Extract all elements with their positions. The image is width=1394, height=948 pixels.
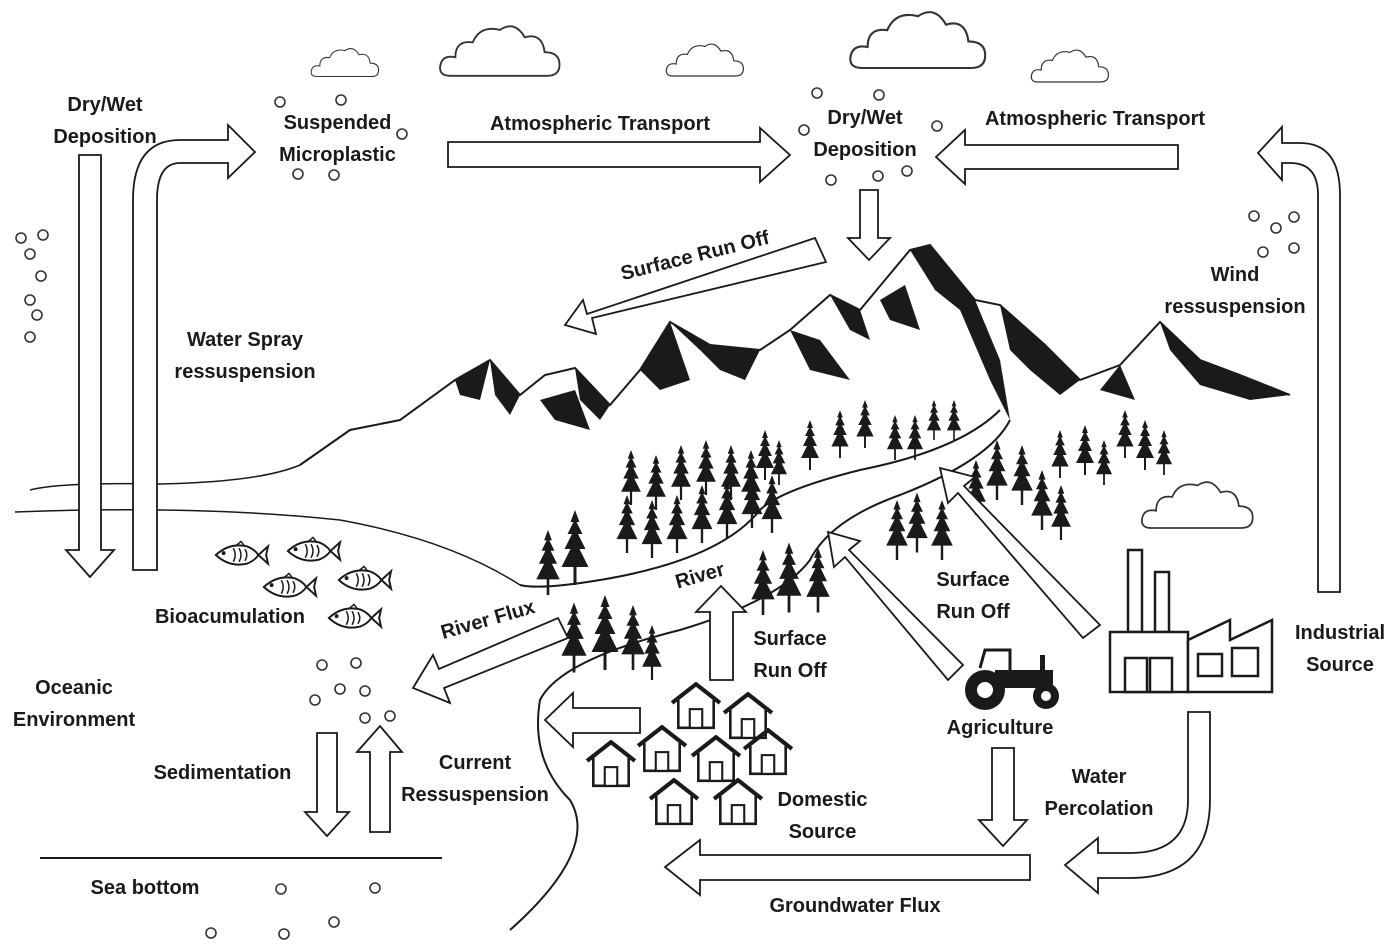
- river-flux-arrow: [411, 616, 570, 705]
- atmospheric-transport-return-arrow: [934, 127, 1179, 187]
- sedimentation-arrow: [302, 732, 352, 838]
- agriculture-label: Agriculture: [946, 717, 1054, 739]
- bioacumulation-label: Bioacumulation: [154, 606, 305, 628]
- wind-ressuspension-arrow: [1256, 124, 1341, 593]
- atmospheric-transport-arrow: [447, 125, 792, 185]
- deposition-down-arrow: [63, 154, 117, 579]
- water-spray-arrow: [132, 122, 257, 571]
- deposition-center-arrow: [845, 189, 893, 262]
- groundwater-flux-label: Groundwater Flux: [769, 895, 941, 917]
- coastline: [14, 464, 521, 859]
- factory-icon: [1108, 548, 1274, 694]
- current-ressuspension-arrow: [355, 724, 404, 833]
- surface-runoff-domestic-arrow: [826, 530, 965, 682]
- atmospheric-transport-right-label: Atmospheric Transport: [984, 108, 1206, 130]
- groundwater-flux-arrow: [663, 838, 1031, 897]
- surface-runoff-mountain-arrow: [563, 236, 828, 336]
- sea-bottom-label: Sea bottom: [90, 877, 200, 899]
- tractor-icon: [965, 648, 1059, 710]
- sedimentation-label: Sedimentation: [153, 762, 292, 784]
- agriculture-down-arrow: [976, 747, 1030, 848]
- atmospheric-transport-left-label: Atmospheric Transport: [489, 113, 711, 135]
- river-up-arrow: [693, 584, 749, 681]
- domestic-runoff-arrow: [543, 690, 641, 750]
- surface-runoff-agriculture-arrow: [938, 466, 1102, 640]
- mountain-icon: [299, 243, 1291, 466]
- microplastic-particle-icon: [15, 87, 1300, 940]
- industrial-percolation-arrow: [1063, 711, 1211, 895]
- flow-arrows: [63, 122, 1341, 897]
